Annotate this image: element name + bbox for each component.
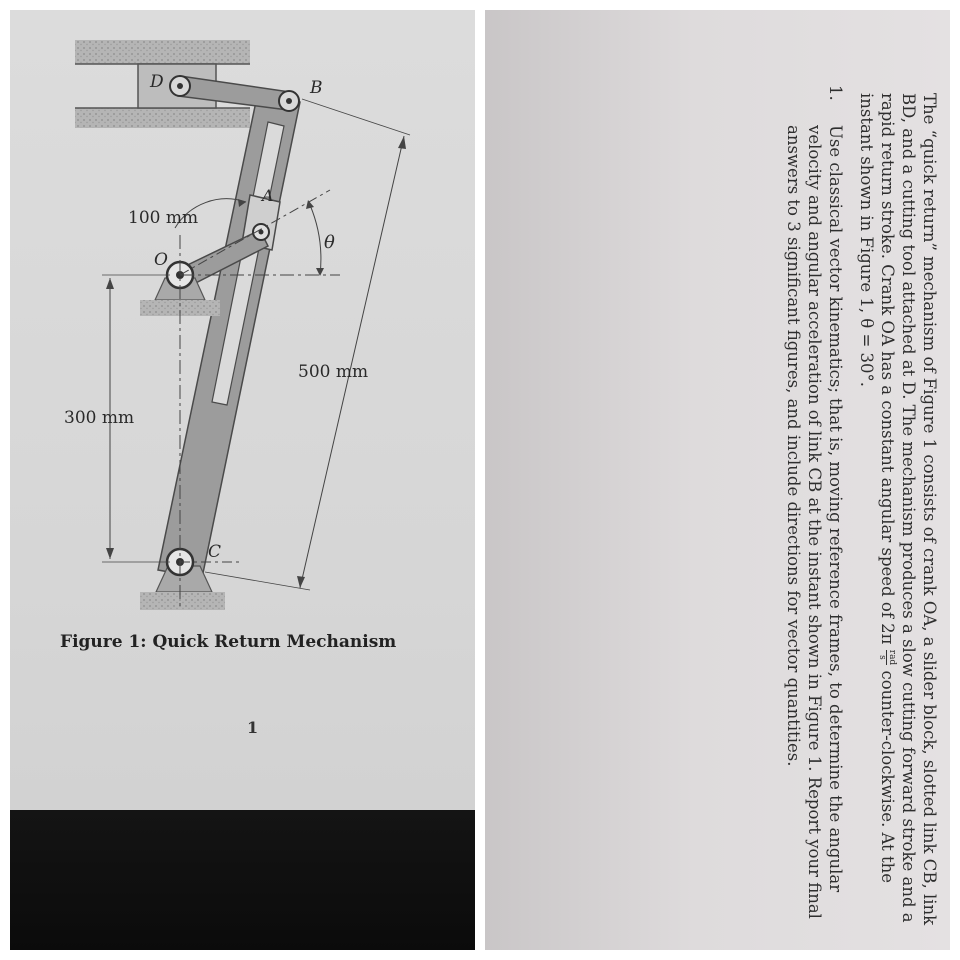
ground-c xyxy=(140,592,225,610)
figure-page: D B A O C θ 100 mm 500 mm 300 mm Figure … xyxy=(10,10,475,950)
theta-arc xyxy=(309,204,322,276)
unit-numerator: rad xyxy=(886,649,897,666)
oa-dimension-arc xyxy=(174,198,247,229)
mechanism-diagram xyxy=(75,40,411,610)
label-cb-length: 500 mm xyxy=(298,362,369,382)
label-b: B xyxy=(310,78,323,98)
ground-o xyxy=(140,300,220,316)
lower-rail xyxy=(75,108,250,128)
link-slot xyxy=(211,121,285,406)
pin-b xyxy=(278,90,300,112)
crank-centerline xyxy=(179,189,331,276)
question-1-text: Use classical vector kinematics; that is… xyxy=(784,125,845,919)
question-1: 1. Use classical vector kinematics; that… xyxy=(783,85,846,945)
unit-denominator: s xyxy=(877,655,887,660)
cb-dimension-line xyxy=(299,135,405,589)
text-page: The “quick return” mechanism of Figure 1… xyxy=(485,10,950,950)
label-o: O xyxy=(154,250,168,270)
pin-a xyxy=(252,223,270,241)
label-c: C xyxy=(208,542,222,562)
pin-d xyxy=(169,75,191,97)
label-oa-length: 100 mm xyxy=(128,208,199,228)
figure-caption: Figure 1: Quick Return Mechanism xyxy=(60,632,397,652)
problem-intro: The “quick return” mechanism of Figure 1… xyxy=(856,85,940,945)
label-oc-height: 300 mm xyxy=(64,408,135,428)
label-d: D xyxy=(150,72,164,92)
page-number-1: 1 xyxy=(247,718,259,737)
question-1-number: 1. xyxy=(826,85,845,101)
upper-rail xyxy=(75,40,250,64)
label-a: A xyxy=(262,186,274,205)
dark-table-surface xyxy=(10,810,475,950)
problem-statement: The “quick return” mechanism of Figure 1… xyxy=(783,85,940,945)
label-theta: θ xyxy=(324,232,335,253)
